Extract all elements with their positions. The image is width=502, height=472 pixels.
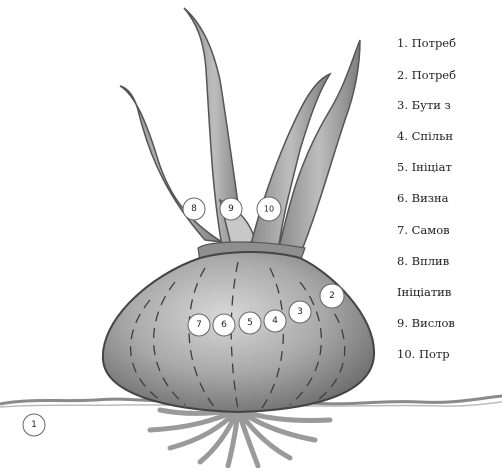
legend-item-7: 7. Самов bbox=[397, 223, 450, 237]
marker-8: 8 bbox=[183, 198, 205, 220]
marker-4: 4 bbox=[264, 310, 286, 332]
legend-item-5: 5. Ініціат bbox=[397, 160, 452, 174]
legend-item-8-continued: Ініціатив bbox=[397, 285, 451, 299]
legend-item-10: 10. Потр bbox=[397, 347, 450, 361]
marker-1: 1 bbox=[23, 414, 45, 436]
legend-item-3: 3. Бути з bbox=[397, 98, 451, 112]
marker-9: 9 bbox=[220, 198, 242, 220]
marker-6-label: 6 bbox=[221, 320, 227, 330]
marker-3: 3 bbox=[289, 301, 311, 323]
marker-7-label: 7 bbox=[196, 320, 202, 330]
legend: 1. Потреб 2. Потреб 3. Бути з 4. Спільн … bbox=[397, 24, 502, 464]
marker-8-label: 8 bbox=[191, 204, 197, 214]
marker-4-label: 4 bbox=[272, 316, 278, 326]
legend-item-1: 1. Потреб bbox=[397, 36, 456, 50]
marker-5: 5 bbox=[239, 312, 261, 334]
marker-10-label: 10 bbox=[264, 205, 274, 214]
marker-10: 10 bbox=[257, 197, 281, 221]
marker-1-label: 1 bbox=[31, 420, 37, 430]
marker-9-label: 9 bbox=[228, 204, 234, 214]
legend-item-4: 4. Спільн bbox=[397, 129, 453, 143]
marker-7: 7 bbox=[188, 314, 210, 336]
legend-item-6: 6. Визна bbox=[397, 191, 449, 205]
marker-5-label: 5 bbox=[247, 318, 253, 328]
legend-item-8: 8. Вплив bbox=[397, 254, 449, 268]
marker-2-label: 2 bbox=[329, 291, 335, 301]
legend-item-2: 2. Потреб bbox=[397, 68, 456, 82]
legend-item-9: 9. Вислов bbox=[397, 316, 455, 330]
marker-6: 6 bbox=[213, 314, 235, 336]
marker-2: 2 bbox=[320, 284, 344, 308]
marker-3-label: 3 bbox=[297, 307, 303, 317]
